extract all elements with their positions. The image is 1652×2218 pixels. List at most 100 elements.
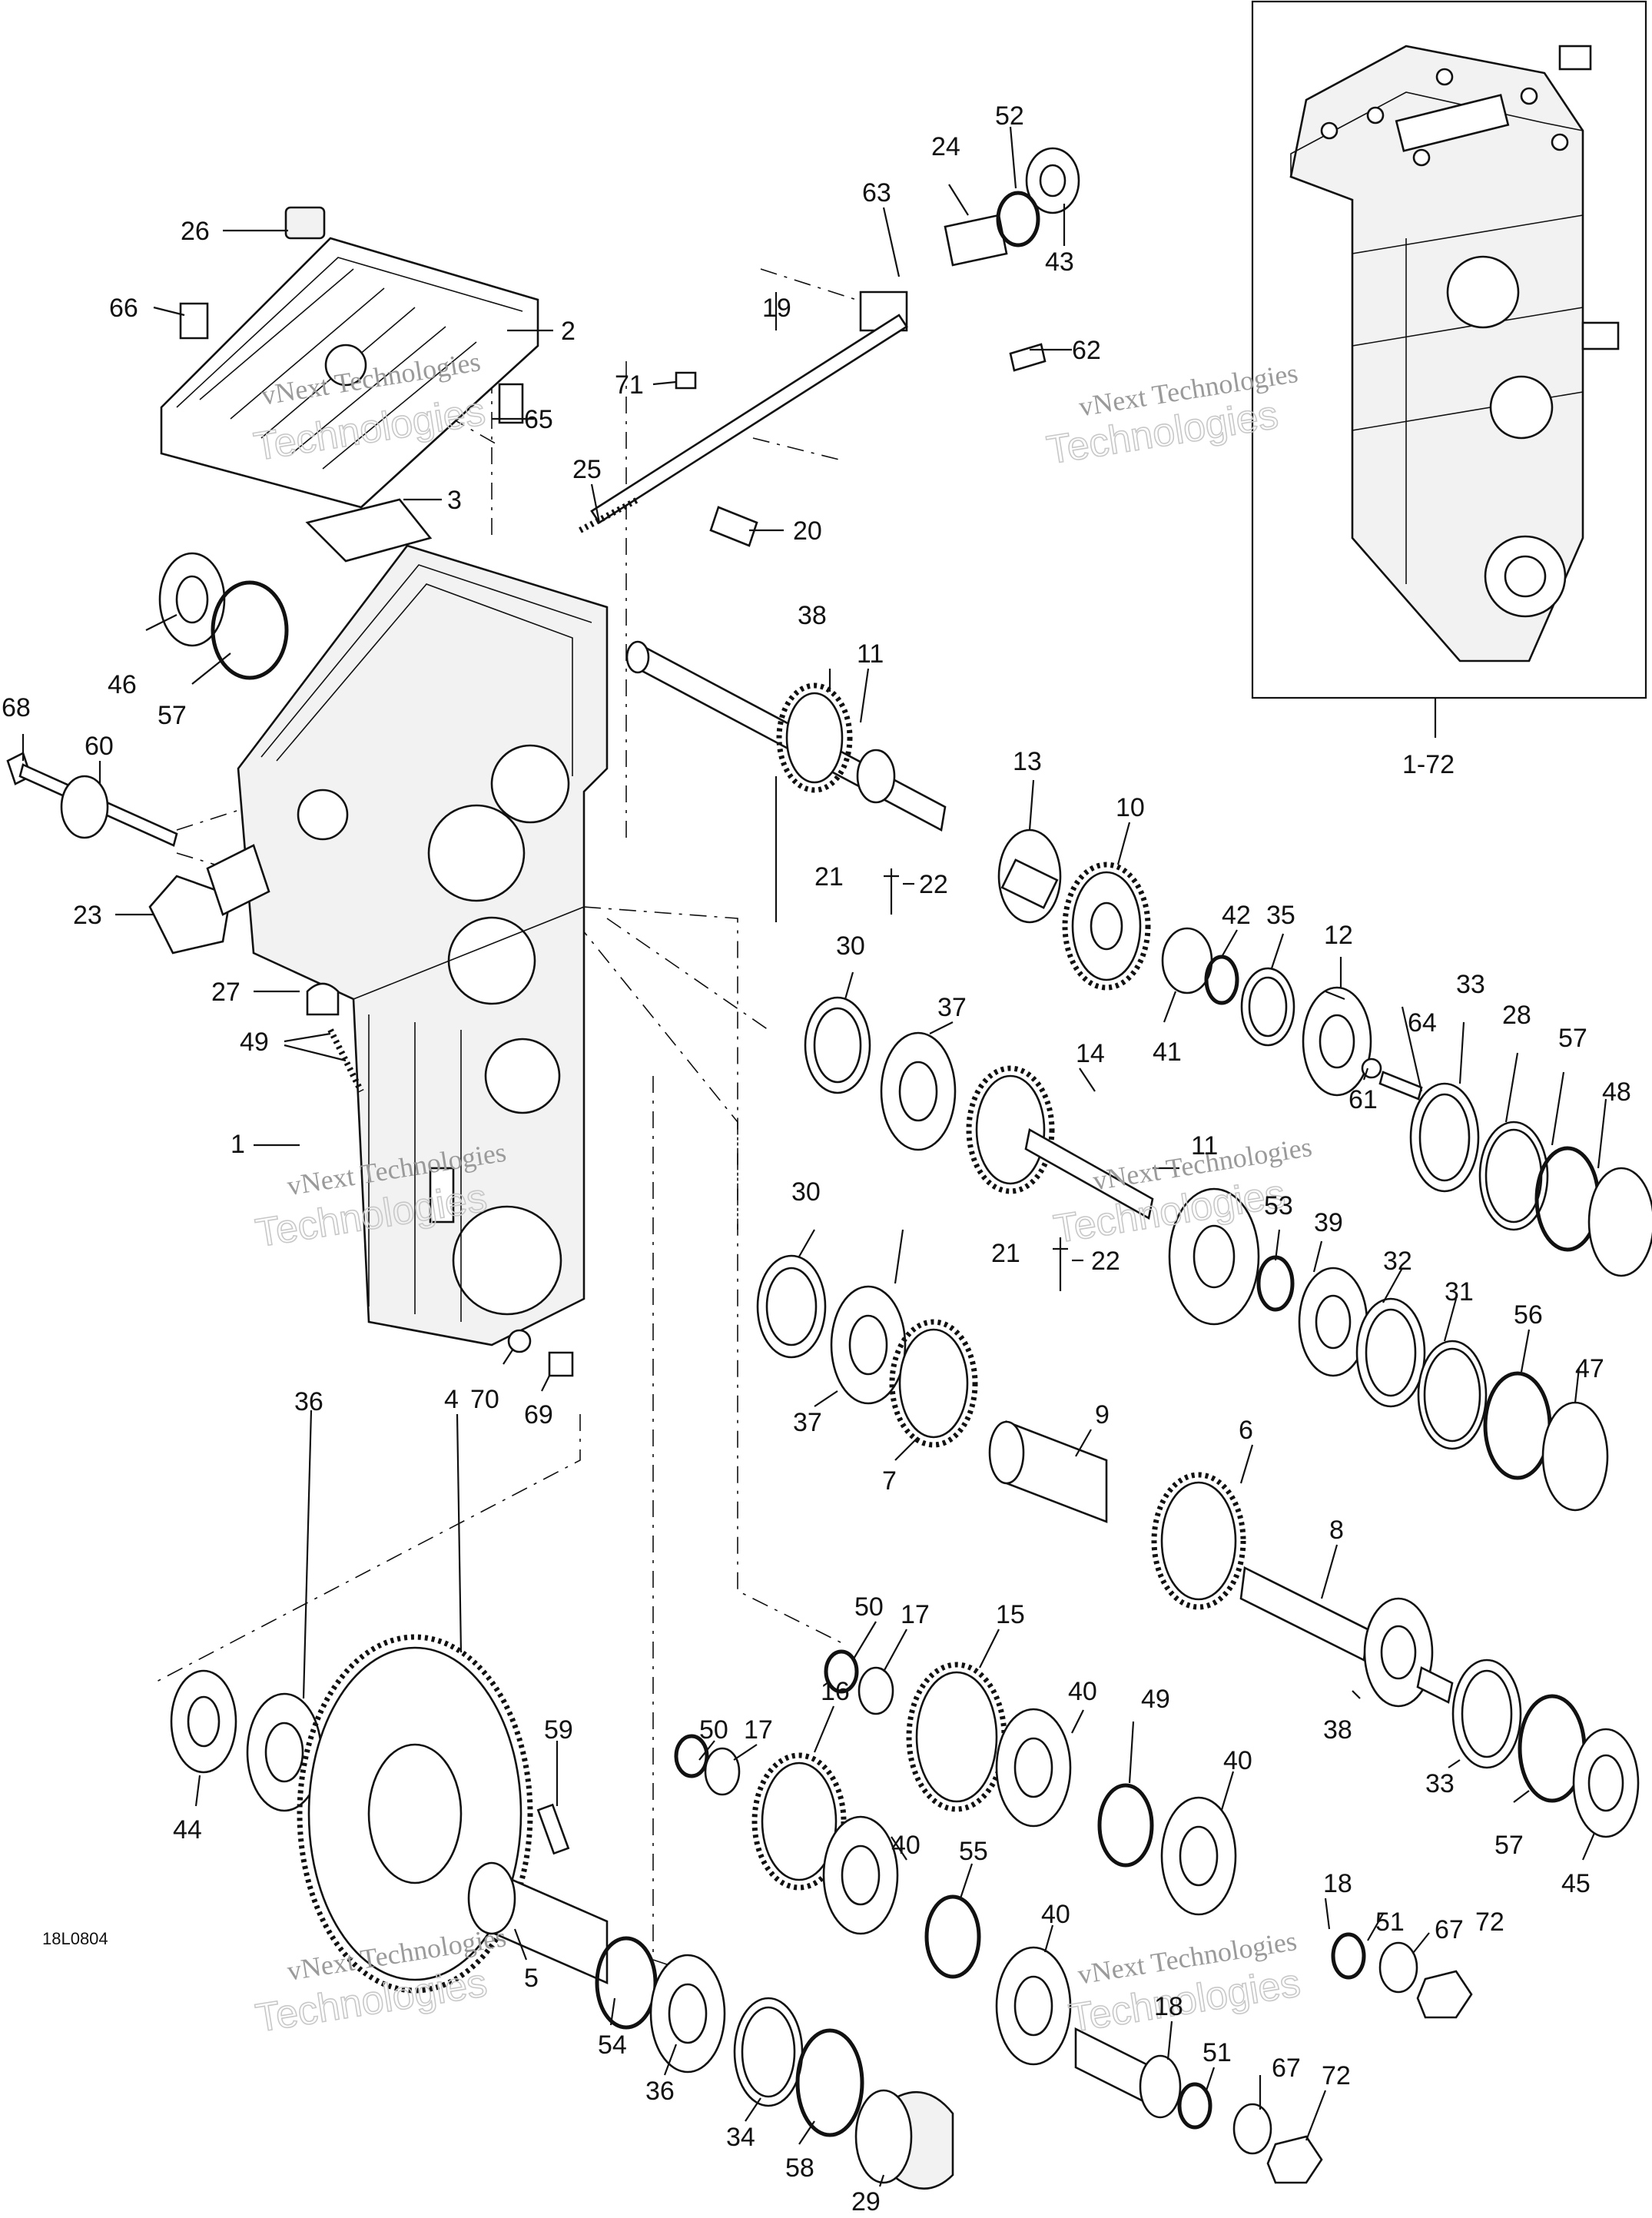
callout-39: 39 <box>1314 1208 1343 1237</box>
callout-9: 9 <box>1095 1400 1110 1429</box>
callout-43: 43 <box>1045 247 1074 277</box>
callout-21a: 21 <box>814 862 844 892</box>
callout-6: 6 <box>1239 1416 1253 1445</box>
callout-38a: 38 <box>798 601 827 630</box>
callout-17b: 17 <box>744 1715 773 1745</box>
lower-gear-stack <box>674 1649 1473 2184</box>
callout-64: 64 <box>1408 1008 1437 1038</box>
callout-17a: 17 <box>901 1600 930 1629</box>
callout-1: 1 <box>231 1130 245 1159</box>
callout-24: 24 <box>931 132 960 161</box>
callout-72b: 72 <box>1322 2061 1351 2090</box>
callout-18b: 18 <box>1154 1992 1183 2021</box>
callout-15: 15 <box>996 1600 1025 1629</box>
callout-40a: 40 <box>1068 1677 1097 1706</box>
callout-52: 52 <box>995 101 1024 131</box>
callouts: 1 2 3 4 5 6 7 8 9 10 11 11 12 13 14 15 1… <box>2 101 1631 2216</box>
top-cover-group <box>160 147 1080 563</box>
callout-69: 69 <box>524 1400 553 1429</box>
callout-28: 28 <box>1502 1001 1531 1030</box>
callout-67a: 67 <box>1435 1915 1464 1944</box>
assembled-unit-inset: 1-72 <box>1251 0 1647 779</box>
callout-31: 31 <box>1445 1277 1474 1307</box>
callout-7: 7 <box>882 1466 897 1496</box>
callout-63: 63 <box>862 178 891 208</box>
callout-22a: 22 <box>919 870 948 899</box>
callout-14: 14 <box>1076 1039 1105 1068</box>
callout-38b: 38 <box>1323 1715 1352 1745</box>
callout-67b: 67 <box>1272 2054 1301 2083</box>
callout-60: 60 <box>85 732 114 761</box>
callout-62: 62 <box>1072 336 1101 365</box>
callout-71: 71 <box>615 370 644 400</box>
callout-41: 41 <box>1153 1038 1182 1067</box>
callout-55: 55 <box>959 1837 988 1866</box>
callout-49b: 49 <box>1141 1685 1170 1714</box>
callout-50b: 50 <box>699 1715 728 1745</box>
callout-32: 32 <box>1383 1247 1412 1276</box>
callout-68: 68 <box>2 693 31 722</box>
callout-56: 56 <box>1514 1300 1543 1330</box>
callout-3: 3 <box>447 486 462 515</box>
callout-61: 61 <box>1348 1085 1378 1114</box>
callout-8: 8 <box>1329 1516 1344 1545</box>
callout-5: 5 <box>524 1964 539 1993</box>
gear-case-housing <box>237 544 609 1377</box>
callout-37b: 37 <box>793 1408 822 1437</box>
input-shaft-row <box>625 640 1652 1277</box>
final-drive-row <box>170 1634 954 2190</box>
callout-4: 4 <box>444 1385 459 1414</box>
intermediate-shaft-row <box>804 996 1609 1512</box>
callout-11a: 11 <box>857 639 884 669</box>
assembly-range-label: 1-72 <box>1402 750 1455 779</box>
callout-54: 54 <box>598 2030 627 2060</box>
callout-40d: 40 <box>1041 1900 1070 1929</box>
callout-22b: 22 <box>1091 1247 1120 1276</box>
callout-30b: 30 <box>791 1177 821 1207</box>
callout-51b: 51 <box>1203 2038 1232 2067</box>
callout-33b: 33 <box>1425 1769 1455 1798</box>
callout-70: 70 <box>470 1385 499 1414</box>
callout-37a: 37 <box>937 993 967 1022</box>
watermark-6: vNext Technologies Technologies <box>1065 1925 1303 2042</box>
callout-16: 16 <box>821 1677 850 1706</box>
callout-30a: 30 <box>836 931 865 961</box>
callout-51a: 51 <box>1375 1908 1405 1937</box>
callout-29: 29 <box>851 2187 881 2216</box>
callout-2: 2 <box>561 317 576 346</box>
callout-40c: 40 <box>891 1831 921 1860</box>
callout-36a: 36 <box>294 1387 323 1416</box>
callout-57a: 57 <box>158 701 187 730</box>
callout-57c: 57 <box>1494 1831 1524 1860</box>
assembled-gearbox-drawing <box>1289 45 1620 662</box>
callout-25: 25 <box>572 455 602 484</box>
callout-45: 45 <box>1561 1869 1591 1898</box>
watermark-4: vNext Technologies Technologies <box>1050 1131 1314 1253</box>
callout-42: 42 <box>1222 901 1251 930</box>
leader-lines <box>22 126 1607 2187</box>
callout-59: 59 <box>544 1715 573 1745</box>
watermark-2: vNext Technologies Technologies <box>1043 357 1300 473</box>
callout-36b: 36 <box>645 2077 675 2106</box>
callout-44: 44 <box>173 1815 202 1844</box>
callout-13: 13 <box>1013 747 1042 776</box>
callout-33a: 33 <box>1456 970 1485 999</box>
callout-65: 65 <box>524 405 553 434</box>
left-side-hardware <box>6 552 289 955</box>
callout-47: 47 <box>1575 1354 1604 1383</box>
callout-72a: 72 <box>1475 1908 1504 1937</box>
callout-53: 53 <box>1264 1191 1293 1220</box>
callout-27: 27 <box>211 978 241 1007</box>
callout-48: 48 <box>1602 1077 1631 1107</box>
callout-23: 23 <box>73 901 102 930</box>
callout-49a: 49 <box>240 1028 269 1057</box>
callout-12: 12 <box>1324 921 1353 950</box>
drawing-code: 18L0804 <box>42 1929 108 1948</box>
output-gear-row <box>756 1254 1640 1838</box>
callout-21b: 21 <box>991 1239 1020 1268</box>
callout-58: 58 <box>785 2153 814 2183</box>
callout-57b: 57 <box>1558 1024 1587 1053</box>
inset-frame <box>1251 0 1647 699</box>
